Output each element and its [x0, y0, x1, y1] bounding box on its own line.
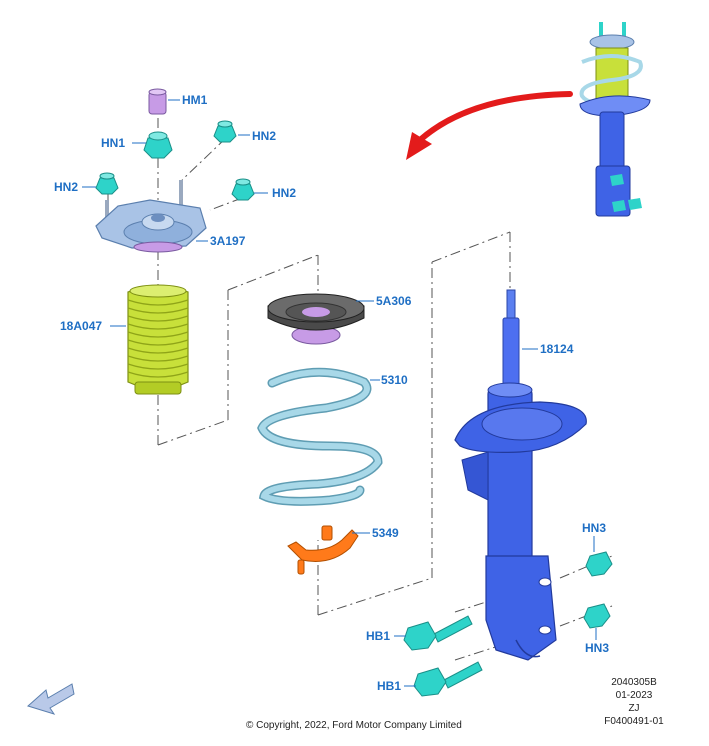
hb1-bolt-lower — [413, 661, 483, 697]
label-5310: 5310 — [381, 373, 408, 387]
assembled-strut-inset — [579, 22, 651, 217]
label-hm1: HM1 — [182, 93, 208, 107]
label-hn2-right: HN2 — [272, 186, 296, 200]
label-hn3-lower: HN3 — [585, 641, 609, 655]
part-labels: HM1 HN1 HN2 HN2 HN2 3A197 18A047 5A306 5… — [54, 93, 609, 693]
drawing-code-4: F0400491-01 — [604, 716, 664, 727]
label-hn3-upper: HN3 — [582, 521, 606, 535]
label-3a197: 3A197 — [210, 234, 246, 248]
lower-insulator-5349 — [287, 525, 359, 575]
label-18124: 18124 — [540, 342, 574, 356]
label-hn2-left: HN2 — [54, 180, 78, 194]
hn1-nut — [143, 131, 173, 159]
copyright-text: © Copyright, 2022, Ford Motor Company Li… — [246, 720, 462, 731]
red-direction-arrow — [406, 91, 573, 160]
strut-18124 — [454, 289, 587, 661]
label-hn1: HN1 — [101, 136, 125, 150]
hb1-bolt-upper — [403, 615, 473, 651]
leader-lines — [82, 99, 597, 687]
dust-boot-18a047 — [127, 284, 189, 395]
hn3-nut-upper — [585, 551, 613, 577]
hn3-nut-lower — [583, 603, 611, 629]
front-direction-arrow — [27, 683, 75, 715]
label-18a047: 18A047 — [60, 319, 102, 333]
top-mount-3a197 — [95, 180, 207, 253]
hn2-nut-right — [231, 178, 255, 201]
hn2-nut-left — [95, 172, 119, 195]
label-5a306: 5A306 — [376, 294, 412, 308]
label-5349: 5349 — [372, 526, 399, 540]
label-hb1-lower: HB1 — [377, 679, 401, 693]
hm1-nut — [148, 88, 167, 115]
label-hb1-upper: HB1 — [366, 629, 390, 643]
spring-seat-5a306 — [267, 293, 365, 345]
hn2-nut-top — [213, 120, 237, 143]
drawing-code-2: 01-2023 — [615, 690, 653, 701]
label-hn2-top: HN2 — [252, 129, 276, 143]
coil-spring-5310 — [257, 367, 383, 506]
drawing-codes: 2040305B 01-2023 ZJ F0400491-01 — [589, 676, 679, 728]
drawing-code-1: 2040305B — [611, 677, 657, 688]
drawing-code-3: ZJ — [628, 703, 640, 714]
